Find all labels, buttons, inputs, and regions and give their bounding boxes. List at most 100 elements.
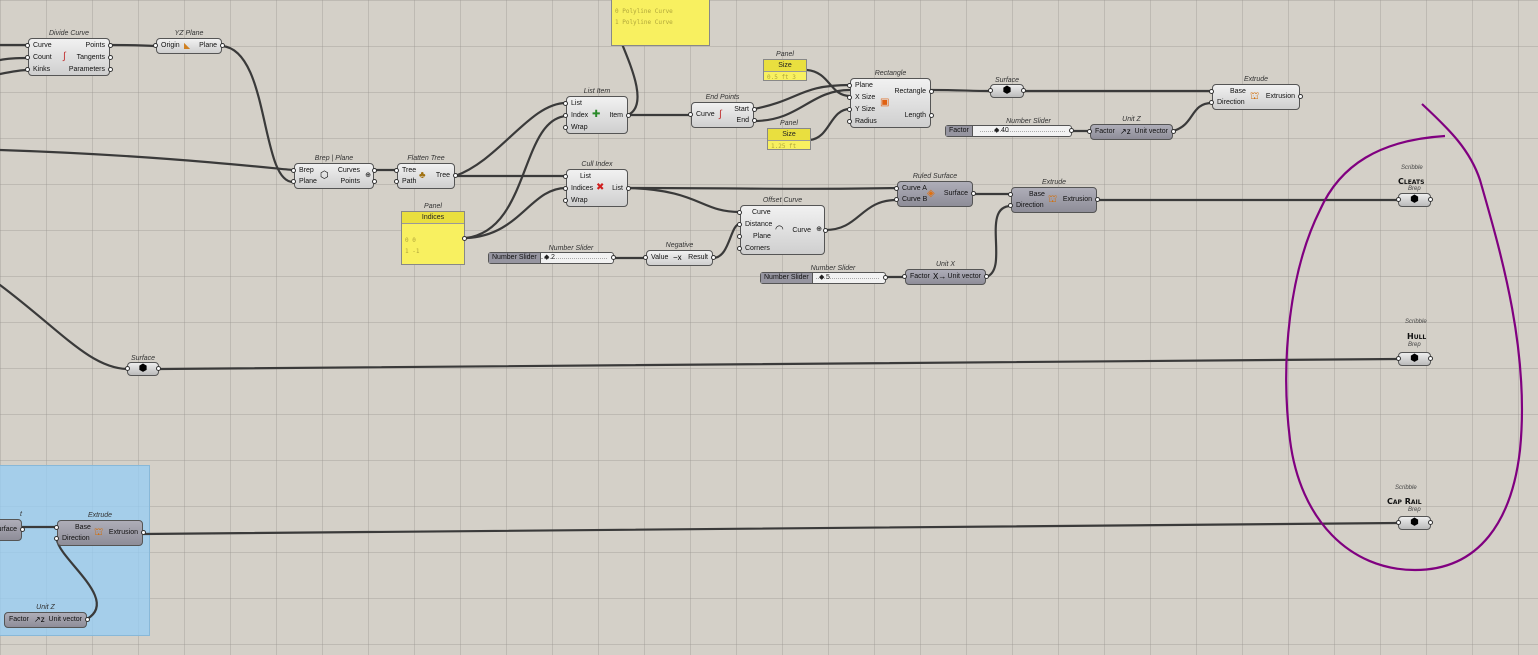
input-port[interactable] — [643, 255, 648, 260]
output-port[interactable] — [1428, 356, 1433, 361]
input-port[interactable] — [25, 67, 30, 72]
offset-curve-component[interactable]: Offset Curve Curve Distance Plane Corner… — [737, 197, 828, 255]
input-port[interactable] — [847, 83, 852, 88]
output-port[interactable] — [220, 43, 225, 48]
factor-slider[interactable]: Number Slider Factor ◆ 40 — [945, 118, 1074, 137]
extrude-mid-component[interactable]: Extrude Base Direction ⛫ Extrusion — [1008, 179, 1100, 213]
indices-panel[interactable]: Indices 0 0 1 -1 — [401, 211, 467, 265]
input-port[interactable] — [394, 179, 399, 184]
input-port[interactable] — [563, 101, 568, 106]
surface-cut-component[interactable]: t urface — [0, 511, 25, 541]
input-port[interactable] — [394, 168, 399, 173]
output-port[interactable] — [984, 274, 989, 279]
input-port[interactable] — [1209, 100, 1214, 105]
input-port[interactable] — [25, 55, 30, 60]
unit-x-component[interactable]: Unit X Factor X→ Unit vector — [902, 261, 989, 285]
rectangle-component[interactable]: Rectangle Plane X Size Y Size Radius ▣ R… — [847, 70, 934, 128]
input-port[interactable] — [563, 125, 568, 130]
output-port[interactable] — [462, 236, 467, 241]
output-port[interactable] — [752, 118, 757, 123]
input-port[interactable] — [153, 43, 158, 48]
output-port[interactable] — [1171, 129, 1176, 134]
input-port[interactable] — [847, 119, 852, 124]
unit-z-bottom-component[interactable]: Unit Z Factor ↗z Unit vector — [4, 604, 90, 628]
output-port[interactable] — [1021, 88, 1026, 93]
brep-param-hull[interactable]: ⬢ — [1396, 352, 1433, 366]
input-port[interactable] — [1087, 129, 1092, 134]
surface-param-low[interactable]: Surface ⬢ — [125, 355, 161, 376]
yz-plane-component[interactable]: YZ Plane Origin ◣ Plane — [153, 30, 225, 54]
brep-param-cap-rail[interactable]: ⬢ — [1396, 516, 1433, 530]
input-port[interactable] — [1209, 89, 1214, 94]
output-port[interactable] — [752, 107, 757, 112]
output-port[interactable] — [711, 255, 716, 260]
flatten-tree-component[interactable]: Flatten Tree Tree Path ♣ Tree — [394, 155, 458, 189]
output-port[interactable] — [929, 89, 934, 94]
output-port[interactable] — [1069, 128, 1074, 133]
input-port[interactable] — [894, 186, 899, 191]
brep-param-cleats[interactable]: ⬢ — [1396, 193, 1433, 207]
input-port[interactable] — [1396, 520, 1401, 525]
scribble-cleats[interactable]: Cleats — [1398, 177, 1425, 186]
output-port[interactable] — [156, 366, 161, 371]
ruled-surface-component[interactable]: Ruled Surface Curve A Curve B ◈ Surface — [894, 173, 976, 207]
cull-index-component[interactable]: Cull Index List Indices Wrap ✖ List — [563, 161, 631, 207]
output-port[interactable] — [372, 168, 377, 173]
output-port[interactable] — [108, 55, 113, 60]
extrude-top-component[interactable]: Extrude Base Direction ⛫ Extrusion — [1209, 76, 1303, 110]
input-port[interactable] — [1396, 197, 1401, 202]
input-port[interactable] — [291, 179, 296, 184]
scribble-cap-rail[interactable]: Cap Rail — [1387, 497, 1422, 506]
negative-component[interactable]: Negative Value −x Result — [643, 242, 716, 266]
output-port[interactable] — [823, 228, 828, 233]
input-port[interactable] — [1008, 203, 1013, 208]
surface-param-top[interactable]: Surface ⬢ — [988, 77, 1026, 98]
output-port[interactable] — [453, 173, 458, 178]
output-port[interactable] — [85, 617, 90, 622]
input-port[interactable] — [737, 222, 742, 227]
output-port[interactable] — [929, 113, 934, 118]
input-port[interactable] — [737, 210, 742, 215]
input-port[interactable] — [54, 536, 59, 541]
input-port[interactable] — [988, 88, 993, 93]
input-port[interactable] — [563, 186, 568, 191]
unit-z-top-component[interactable]: Unit Z Factor ↗z Unit vector — [1087, 116, 1176, 140]
output-port[interactable] — [108, 43, 113, 48]
scribble-hull[interactable]: Hull — [1407, 332, 1427, 341]
input-port[interactable] — [737, 246, 742, 251]
divide-curve-component[interactable]: Divide Curve Curve Count Kinks ∫ Points … — [25, 30, 113, 76]
output-port[interactable] — [626, 186, 631, 191]
slider-grip[interactable]: ◆ — [819, 274, 825, 281]
output-port[interactable] — [883, 275, 888, 280]
slider-grip[interactable]: ◆ — [994, 127, 1000, 134]
slider-grip[interactable]: ◆ — [544, 254, 550, 261]
input-port[interactable] — [1396, 356, 1401, 361]
size-panel-2[interactable]: Size 1.25 ft — [767, 128, 811, 150]
input-port[interactable] — [737, 234, 742, 239]
input-port[interactable] — [563, 174, 568, 179]
input-port[interactable] — [847, 95, 852, 100]
output-port[interactable] — [20, 527, 25, 532]
size-panel-1[interactable]: Size 0.5 ft 3 — [763, 59, 807, 81]
output-port[interactable] — [108, 67, 113, 72]
brep-plane-component[interactable]: Brep | Plane Brep Plane ⬡ Curves Points … — [291, 155, 377, 189]
input-port[interactable] — [847, 107, 852, 112]
input-port[interactable] — [894, 197, 899, 202]
output-port[interactable] — [141, 530, 146, 535]
input-port[interactable] — [563, 113, 568, 118]
input-port[interactable] — [54, 525, 59, 530]
extrude-bottom-component[interactable]: Extrude Base Direction ⛫ Extrusion — [54, 512, 146, 546]
polyline-panel[interactable]: 0 Polyline Curve 1 Polyline Curve — [611, 0, 710, 46]
input-port[interactable] — [125, 366, 130, 371]
output-port[interactable] — [611, 255, 616, 260]
output-port[interactable] — [626, 113, 631, 118]
output-port[interactable] — [372, 179, 377, 184]
output-port[interactable] — [1298, 94, 1303, 99]
output-port[interactable] — [1428, 520, 1433, 525]
list-item-component[interactable]: List Item List Index Wrap ✚ Item — [563, 88, 631, 134]
output-port[interactable] — [971, 191, 976, 196]
input-port[interactable] — [25, 43, 30, 48]
input-port[interactable] — [563, 198, 568, 203]
number-slider-5[interactable]: Number Slider Number Slider ◆ 5 — [760, 265, 888, 284]
input-port[interactable] — [902, 274, 907, 279]
